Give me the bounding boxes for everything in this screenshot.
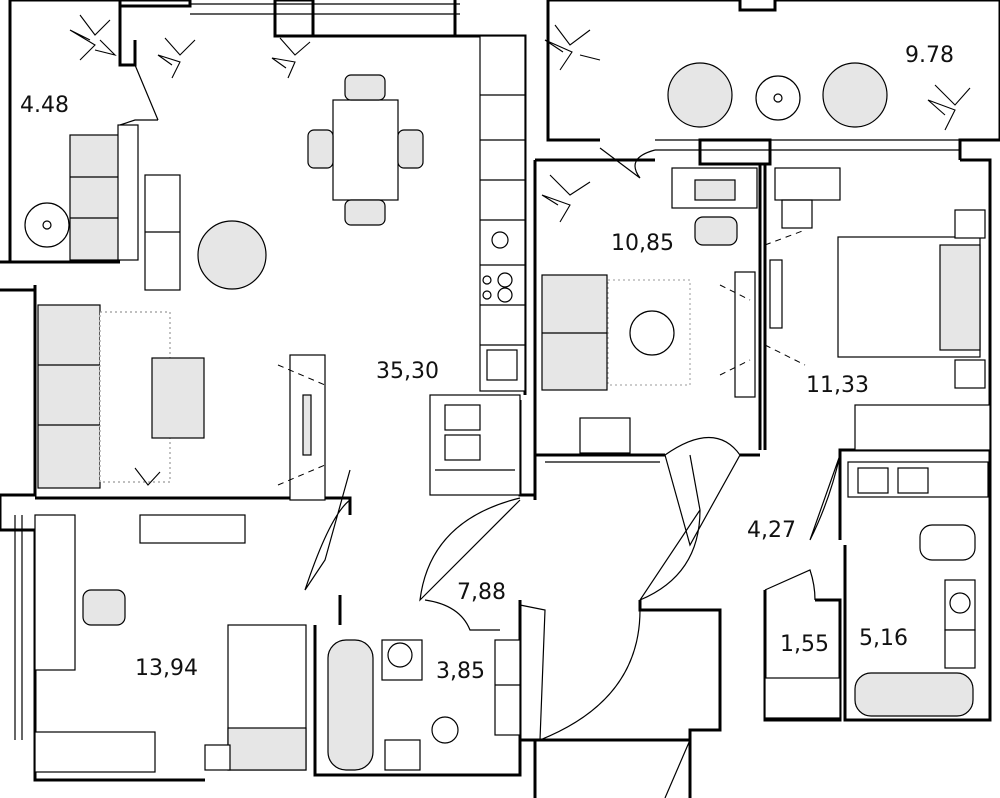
- room-area-storage: 1,55: [780, 632, 829, 657]
- bedroom-west-furniture: [34, 514, 307, 773]
- room-area-living-kitchen: 35,30: [376, 359, 439, 384]
- room-area-hall-east: 4,27: [747, 518, 796, 543]
- doors: [119, 64, 841, 798]
- room-area-bedroom-small: 10,85: [611, 231, 674, 256]
- room-area-bedroom-master: 11,33: [806, 373, 869, 398]
- bedroom-master-furniture: [764, 167, 991, 451]
- balcony-west-furniture: [24, 124, 139, 261]
- room-area-bathroom-west: 3,85: [436, 659, 485, 684]
- room-area-hall-central: 7,88: [457, 580, 506, 605]
- bedroom-small-furniture: [541, 167, 758, 463]
- balcony-east-furniture: [667, 62, 888, 128]
- plants: [69, 14, 971, 486]
- bathroom-east-furniture: [764, 461, 989, 719]
- room-labels: 4.48 35,30 9.78 10,85 11,33 4,27 7,88 13…: [20, 43, 954, 684]
- living-furniture: [37, 35, 526, 501]
- bathroom-west-furniture: [327, 639, 521, 771]
- room-area-balcony-west: 4.48: [20, 93, 69, 118]
- room-area-bedroom-west: 13,94: [135, 656, 198, 681]
- room-area-balcony-east: 9.78: [905, 43, 954, 68]
- room-area-bathroom-east: 5,16: [859, 626, 908, 651]
